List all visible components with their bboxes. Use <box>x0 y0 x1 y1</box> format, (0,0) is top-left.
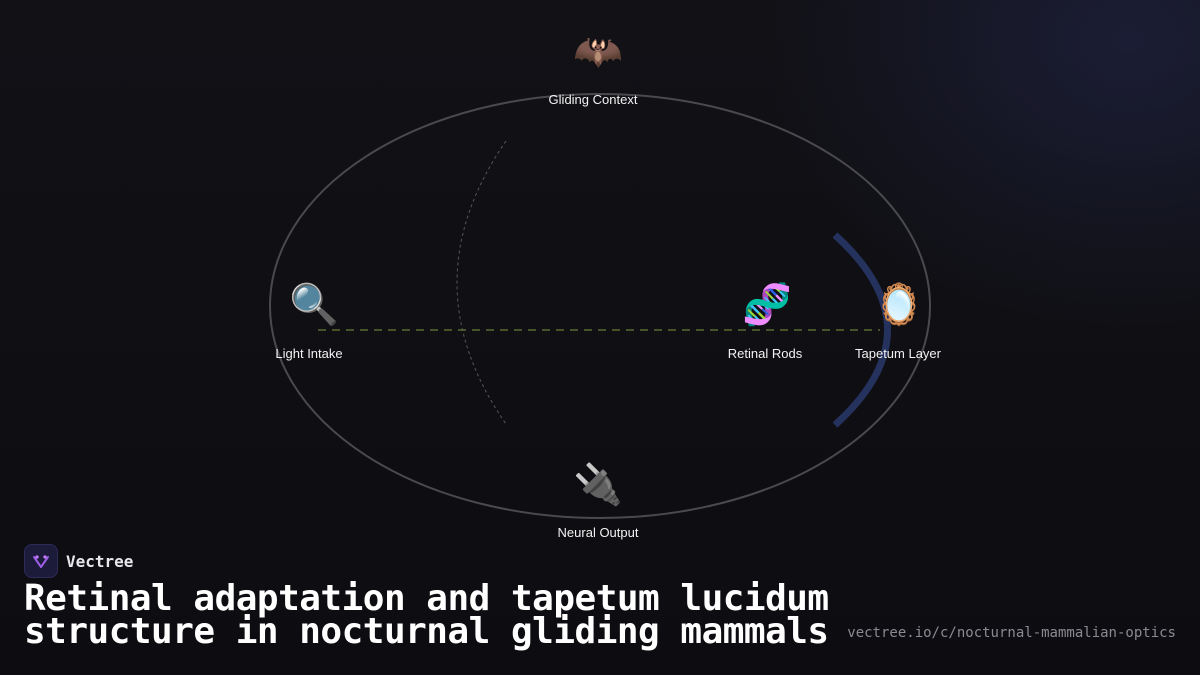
node-label-gliding-context: Gliding Context <box>548 92 638 107</box>
brand: Vectree <box>24 544 133 578</box>
node-label-retinal-rods: Retinal Rods <box>727 346 803 361</box>
source-url: vectree.io/c/nocturnal-mammalian-optics <box>847 625 1176 641</box>
tapetum-reflection-arc <box>832 232 891 428</box>
node-label-tapetum-layer: Tapetum Layer <box>855 346 941 361</box>
bat-icon: 🦇 <box>573 29 623 75</box>
page-title: Retinal adaptation and tapetum lucidum s… <box>24 578 829 652</box>
node-label-neural-output: Neural Output <box>557 525 639 540</box>
mirror-icon: 🪞 <box>874 282 924 328</box>
magnifying-glass-icon: 🔍 <box>289 282 339 328</box>
dna-icon: 🧬 <box>742 282 792 328</box>
orbit-ellipse <box>269 93 931 519</box>
plug-icon: 🔌 <box>573 462 623 508</box>
inner-dashed-arc <box>456 140 507 425</box>
node-label-light-intake: Light Intake <box>275 346 343 361</box>
vectree-logo-icon <box>24 544 58 578</box>
brand-name: Vectree <box>66 551 134 571</box>
